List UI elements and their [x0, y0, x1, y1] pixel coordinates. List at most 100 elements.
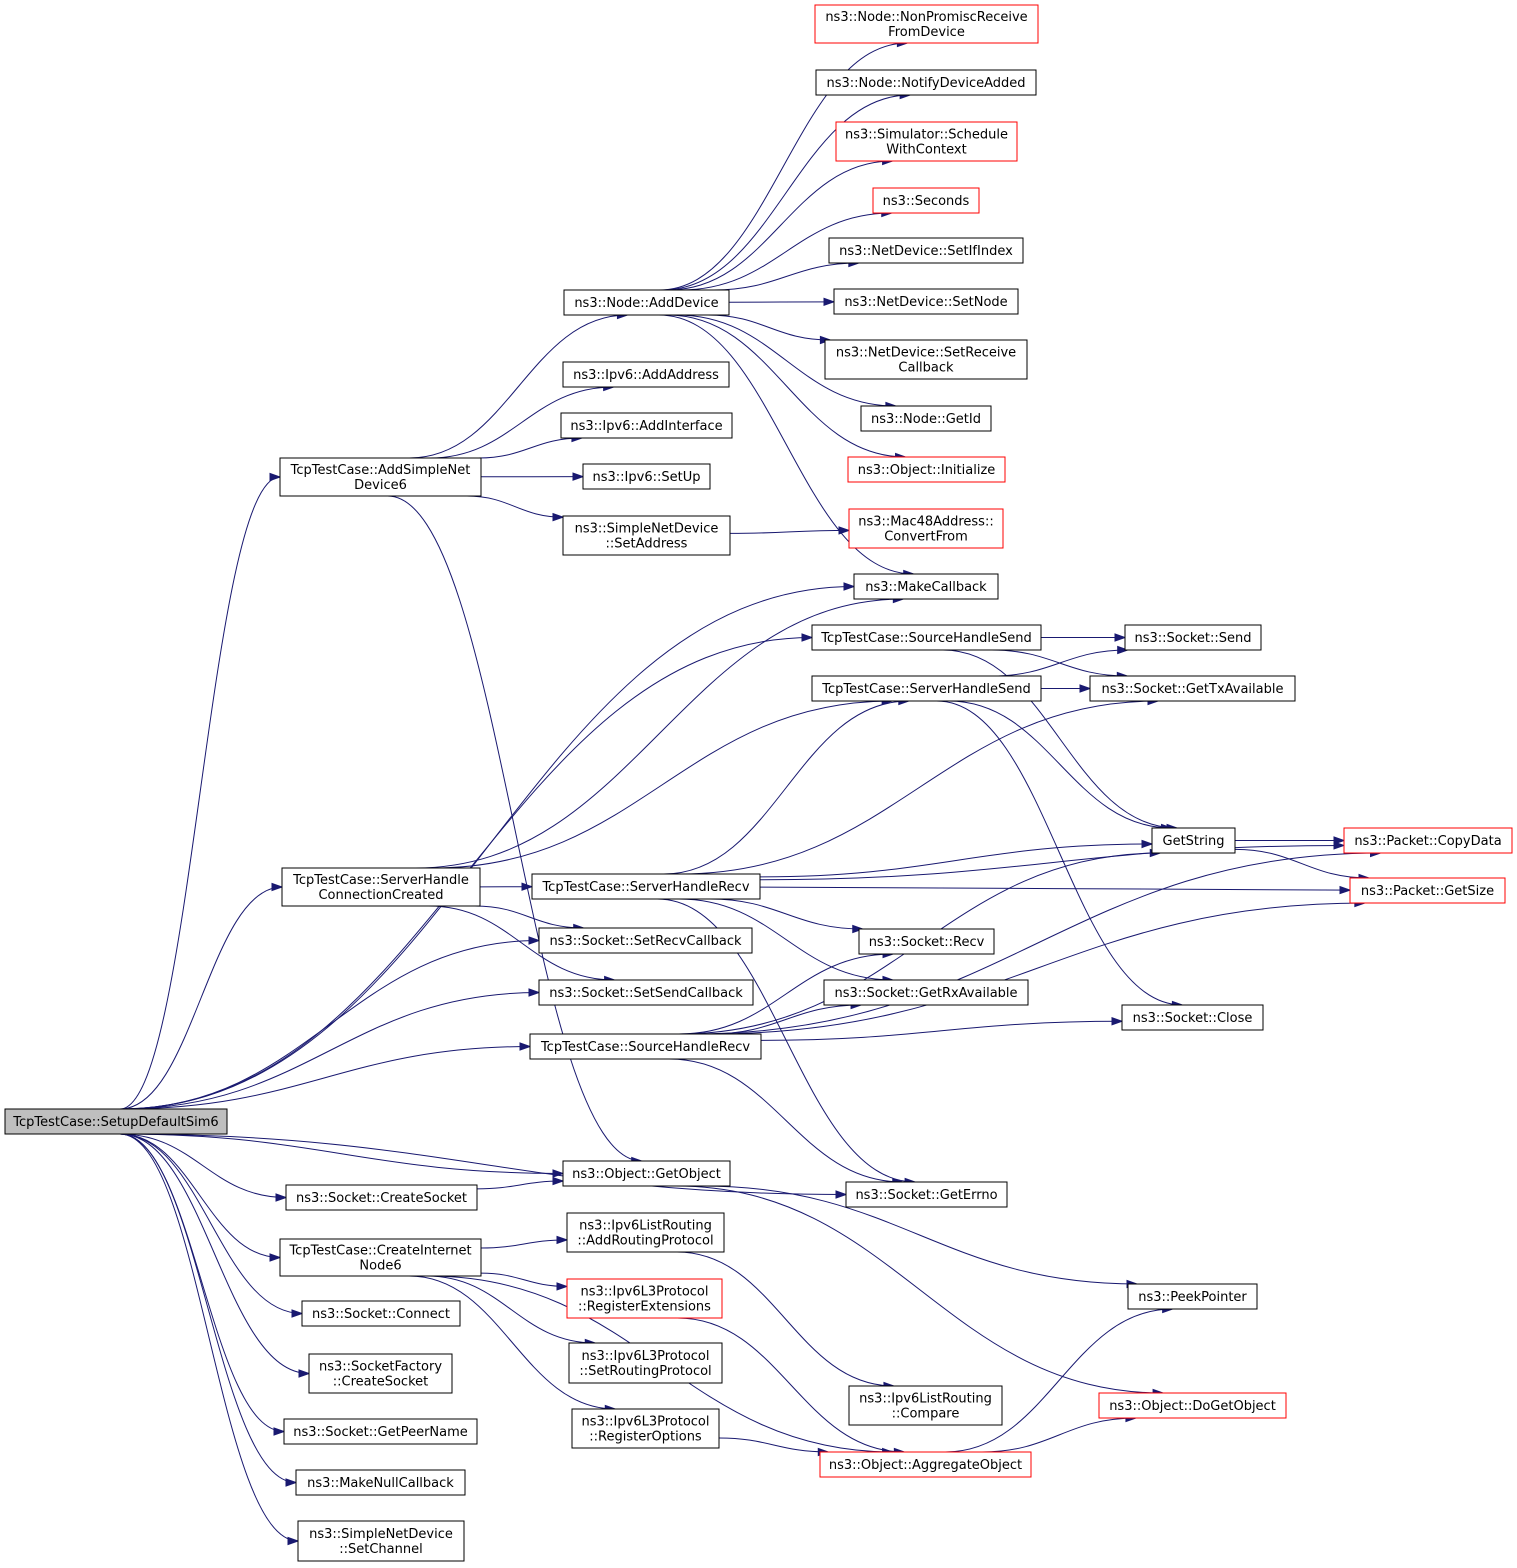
node-rx-avail[interactable]: ns3::Socket::GetRxAvailable [823, 979, 1029, 1006]
node-sock-connect[interactable]: ns3::Socket::Connect [301, 1300, 461, 1327]
node-get-errno[interactable]: ns3::Socket::GetErrno [845, 1181, 1008, 1208]
node-label: Callback [898, 361, 954, 376]
node-box [833, 288, 1019, 315]
node-add-routing[interactable]: ns3::Ipv6ListRouting::AddRoutingProtocol [566, 1212, 725, 1253]
node-list-compare[interactable]: ns3::Ipv6ListRouting::Compare [848, 1385, 1003, 1426]
node-box [828, 237, 1024, 264]
node-ipv6-set-up[interactable]: ns3::Ipv6::SetUp [582, 463, 711, 490]
node-mac-convert[interactable]: ns3::Mac48Address::ConvertFrom [848, 508, 1004, 549]
edge-arrowhead [838, 526, 851, 535]
call-edge [659, 42, 908, 291]
node-tx-avail[interactable]: ns3::Socket::GetTxAvailable [1089, 675, 1296, 702]
node-peer-name[interactable]: ns3::Socket::GetPeerName [283, 1418, 478, 1445]
call-edge [667, 314, 906, 458]
node-box [814, 4, 1039, 44]
node-set-channel[interactable]: ns3::SimpleNetDevice::SetChannel [297, 1520, 465, 1562]
node-do-get-obj[interactable]: ns3::Object::DoGetObject [1098, 1392, 1287, 1419]
node-src-recv[interactable]: TcpTestCase::SourceHandleRecv [529, 1033, 762, 1060]
node-label: ns3::Node::GetId [871, 412, 981, 427]
node-label: TcpTestCase::ServerHandleSend [821, 682, 1031, 697]
node-aggregate[interactable]: ns3::Object::AggregateObject [819, 1451, 1032, 1478]
node-notify-dev[interactable]: ns3::Node::NotifyDeviceAdded [815, 69, 1037, 96]
node-make-cb[interactable]: ns3::MakeCallback [853, 573, 999, 600]
edge-arrowhead [287, 1536, 300, 1546]
node-srv-send[interactable]: TcpTestCase::ServerHandleSend [811, 675, 1042, 702]
node-reg-ext[interactable]: ns3::Ipv6L3Protocol::RegisterExtensions [566, 1278, 723, 1319]
node-label: ns3::Ipv6::SetUp [593, 470, 701, 485]
node-sock-recv[interactable]: ns3::Socket::Recv [858, 928, 995, 955]
node-get-id[interactable]: ns3::Node::GetId [860, 405, 992, 432]
node-srv-recv[interactable]: TcpTestCase::ServerHandleRecv [531, 873, 761, 900]
node-label: ns3::Socket::GetErrno [855, 1188, 997, 1203]
call-edge [426, 1275, 596, 1344]
node-label: ns3::Packet::CopyData [1354, 834, 1501, 849]
edge-arrowhead [1333, 841, 1346, 850]
node-ipv6-add-addr[interactable]: ns3::Ipv6::AddAddress [562, 361, 730, 388]
node-box [308, 1353, 453, 1394]
edge-arrowhead [298, 1369, 311, 1378]
call-edge [387, 495, 642, 1162]
call-edge [409, 1275, 616, 1410]
node-set-send-cb[interactable]: ns3::Socket::SetSendCallback [538, 979, 754, 1006]
node-ipv6-add-if[interactable]: ns3::Ipv6::AddInterface [560, 412, 733, 439]
node-box [815, 69, 1037, 96]
node-label: ns3::Object::GetObject [572, 1167, 721, 1182]
node-get-size[interactable]: ns3::Packet::GetSize [1349, 877, 1506, 904]
node-peek-ptr[interactable]: ns3::PeekPointer [1127, 1283, 1258, 1310]
node-initialize[interactable]: ns3::Object::Initialize [847, 456, 1006, 483]
node-box [823, 979, 1029, 1006]
node-box [858, 928, 995, 955]
node-label: Device6 [354, 478, 407, 493]
node-src-send[interactable]: TcpTestCase::SourceHandleSend [811, 624, 1042, 651]
node-copy-data[interactable]: ns3::Packet::CopyData [1343, 827, 1513, 854]
call-edge [760, 1020, 1123, 1041]
node-sock-create[interactable]: ns3::Socket::CreateSocket [285, 1184, 478, 1211]
node-label: ns3::Ipv6L3Protocol [582, 1415, 710, 1430]
node-box [872, 187, 980, 214]
node-box [847, 456, 1006, 483]
node-set-recv-cb[interactable]: ns3::Socket::SetRecvCallback [538, 927, 753, 954]
node-label: ns3::Socket::SetRecvCallback [549, 934, 742, 949]
call-edge [476, 1180, 564, 1190]
call-edge [942, 649, 1178, 829]
node-set-if-index[interactable]: ns3::NetDevice::SetIfIndex [828, 237, 1024, 264]
node-box [568, 1342, 723, 1384]
node-sock-close[interactable]: ns3::Socket::Close [1121, 1004, 1264, 1031]
node-label: ns3::Socket::GetTxAvailable [1102, 682, 1284, 697]
node-set-node[interactable]: ns3::NetDevice::SetNode [833, 288, 1019, 315]
node-label: ns3::Object::AggregateObject [829, 1458, 1022, 1473]
call-edge [409, 314, 628, 459]
node-seconds[interactable]: ns3::Seconds [872, 187, 980, 214]
node-root[interactable]: TcpTestCase::SetupDefaultSim6 [4, 1108, 228, 1135]
node-label: FromDevice [888, 25, 965, 40]
node-srv-conn[interactable]: TcpTestCase::ServerHandleConnectionCreat… [281, 867, 481, 907]
call-edge [662, 94, 911, 291]
node-null-cb[interactable]: ns3::MakeNullCallback [295, 1469, 466, 1496]
call-edge [945, 1308, 1173, 1453]
node-get-string[interactable]: GetString [1151, 827, 1236, 854]
call-edge [713, 262, 859, 291]
node-add-device[interactable]: ns3::Node::AddDevice [563, 289, 730, 316]
node-label: ns3::NetDevice::SetReceive [836, 346, 1016, 361]
node-get-object[interactable]: ns3::Object::GetObject [562, 1160, 731, 1187]
node-box [566, 1278, 723, 1319]
node-box [297, 1520, 465, 1562]
node-label: ns3::Ipv6ListRouting [579, 1219, 712, 1234]
node-box [811, 624, 1042, 651]
node-set-routing[interactable]: ns3::Ipv6L3Protocol::SetRoutingProtocol [568, 1342, 723, 1384]
node-sf-create[interactable]: ns3::SocketFactory::CreateSocket [308, 1353, 453, 1394]
node-box [563, 289, 730, 316]
node-label: ns3::SocketFactory [319, 1360, 442, 1375]
call-edge [982, 1417, 1136, 1453]
node-sock-send[interactable]: ns3::Socket::Send [1124, 624, 1262, 651]
node-label: ::AddRoutingProtocol [577, 1234, 713, 1249]
node-snd-set-addr[interactable]: ns3::SimpleNetDevice::SetAddress [562, 515, 731, 556]
node-reg-opt[interactable]: ns3::Ipv6L3Protocol::RegisterOptions [571, 1408, 720, 1449]
edge-arrowhead [528, 988, 541, 997]
